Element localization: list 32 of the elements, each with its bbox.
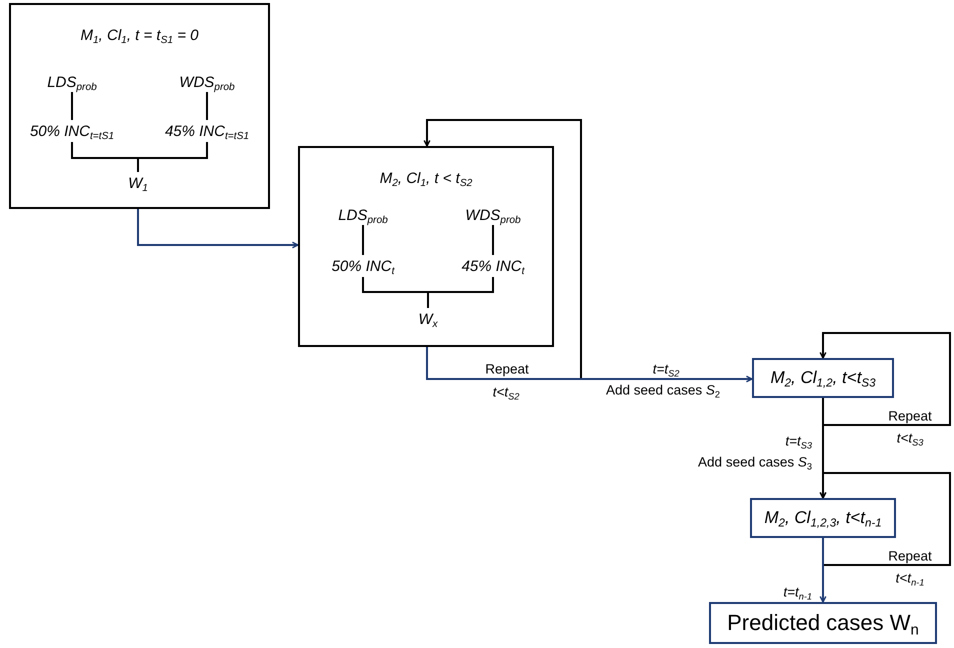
connector-line (427, 277, 494, 308)
arrow (137, 209, 299, 248)
arrow (820, 538, 826, 603)
edge-label: Repeat (483, 362, 531, 376)
process-box (750, 498, 896, 538)
box-title: M$_{1}$, Cl$_{1}$, t = t$_{S1}$ = 0 (79, 27, 200, 44)
note-label: Add seed cases S$_{3}$ (696, 454, 814, 470)
note-label: t<t$_{S2}$ (490, 384, 522, 400)
connector-line (492, 225, 494, 255)
process-box (709, 602, 937, 644)
box-title: M$_{2}$, Cl$_{1,2}$, t<t$_{S3}$ (769, 368, 877, 388)
edge-label: t=t$_{S2}$ (650, 362, 682, 376)
arrow (426, 347, 753, 382)
process-box (752, 358, 894, 398)
arrow (820, 472, 951, 566)
note-label: t<t$_{n-1}$ (894, 570, 926, 586)
connector-line (137, 142, 208, 172)
box-title: M$_{2}$, Cl$_{1,2,3}$, t<t$_{n-1}$ (763, 508, 883, 528)
connector-line (362, 225, 364, 255)
connector-line (71, 92, 73, 120)
arrow (820, 332, 951, 426)
edge-label: t=t$_{n-1}$ (781, 584, 814, 600)
box-title: M$_{2}$, Cl$_{1}$, t < t$_{S2}$ (378, 170, 474, 187)
process-box (9, 3, 270, 209)
process-box (298, 146, 554, 347)
box-title: Predicted cases W$_{n}$ (726, 610, 920, 636)
note-label: t<t$_{S3}$ (894, 430, 926, 446)
edge-label: Repeat (886, 548, 934, 564)
edge-label: t=t$_{S3}$ (783, 434, 814, 448)
edge-label: Repeat (886, 408, 934, 424)
note-label: Add seed cases S$_{2}$ (604, 382, 722, 398)
connector-line (206, 92, 208, 120)
